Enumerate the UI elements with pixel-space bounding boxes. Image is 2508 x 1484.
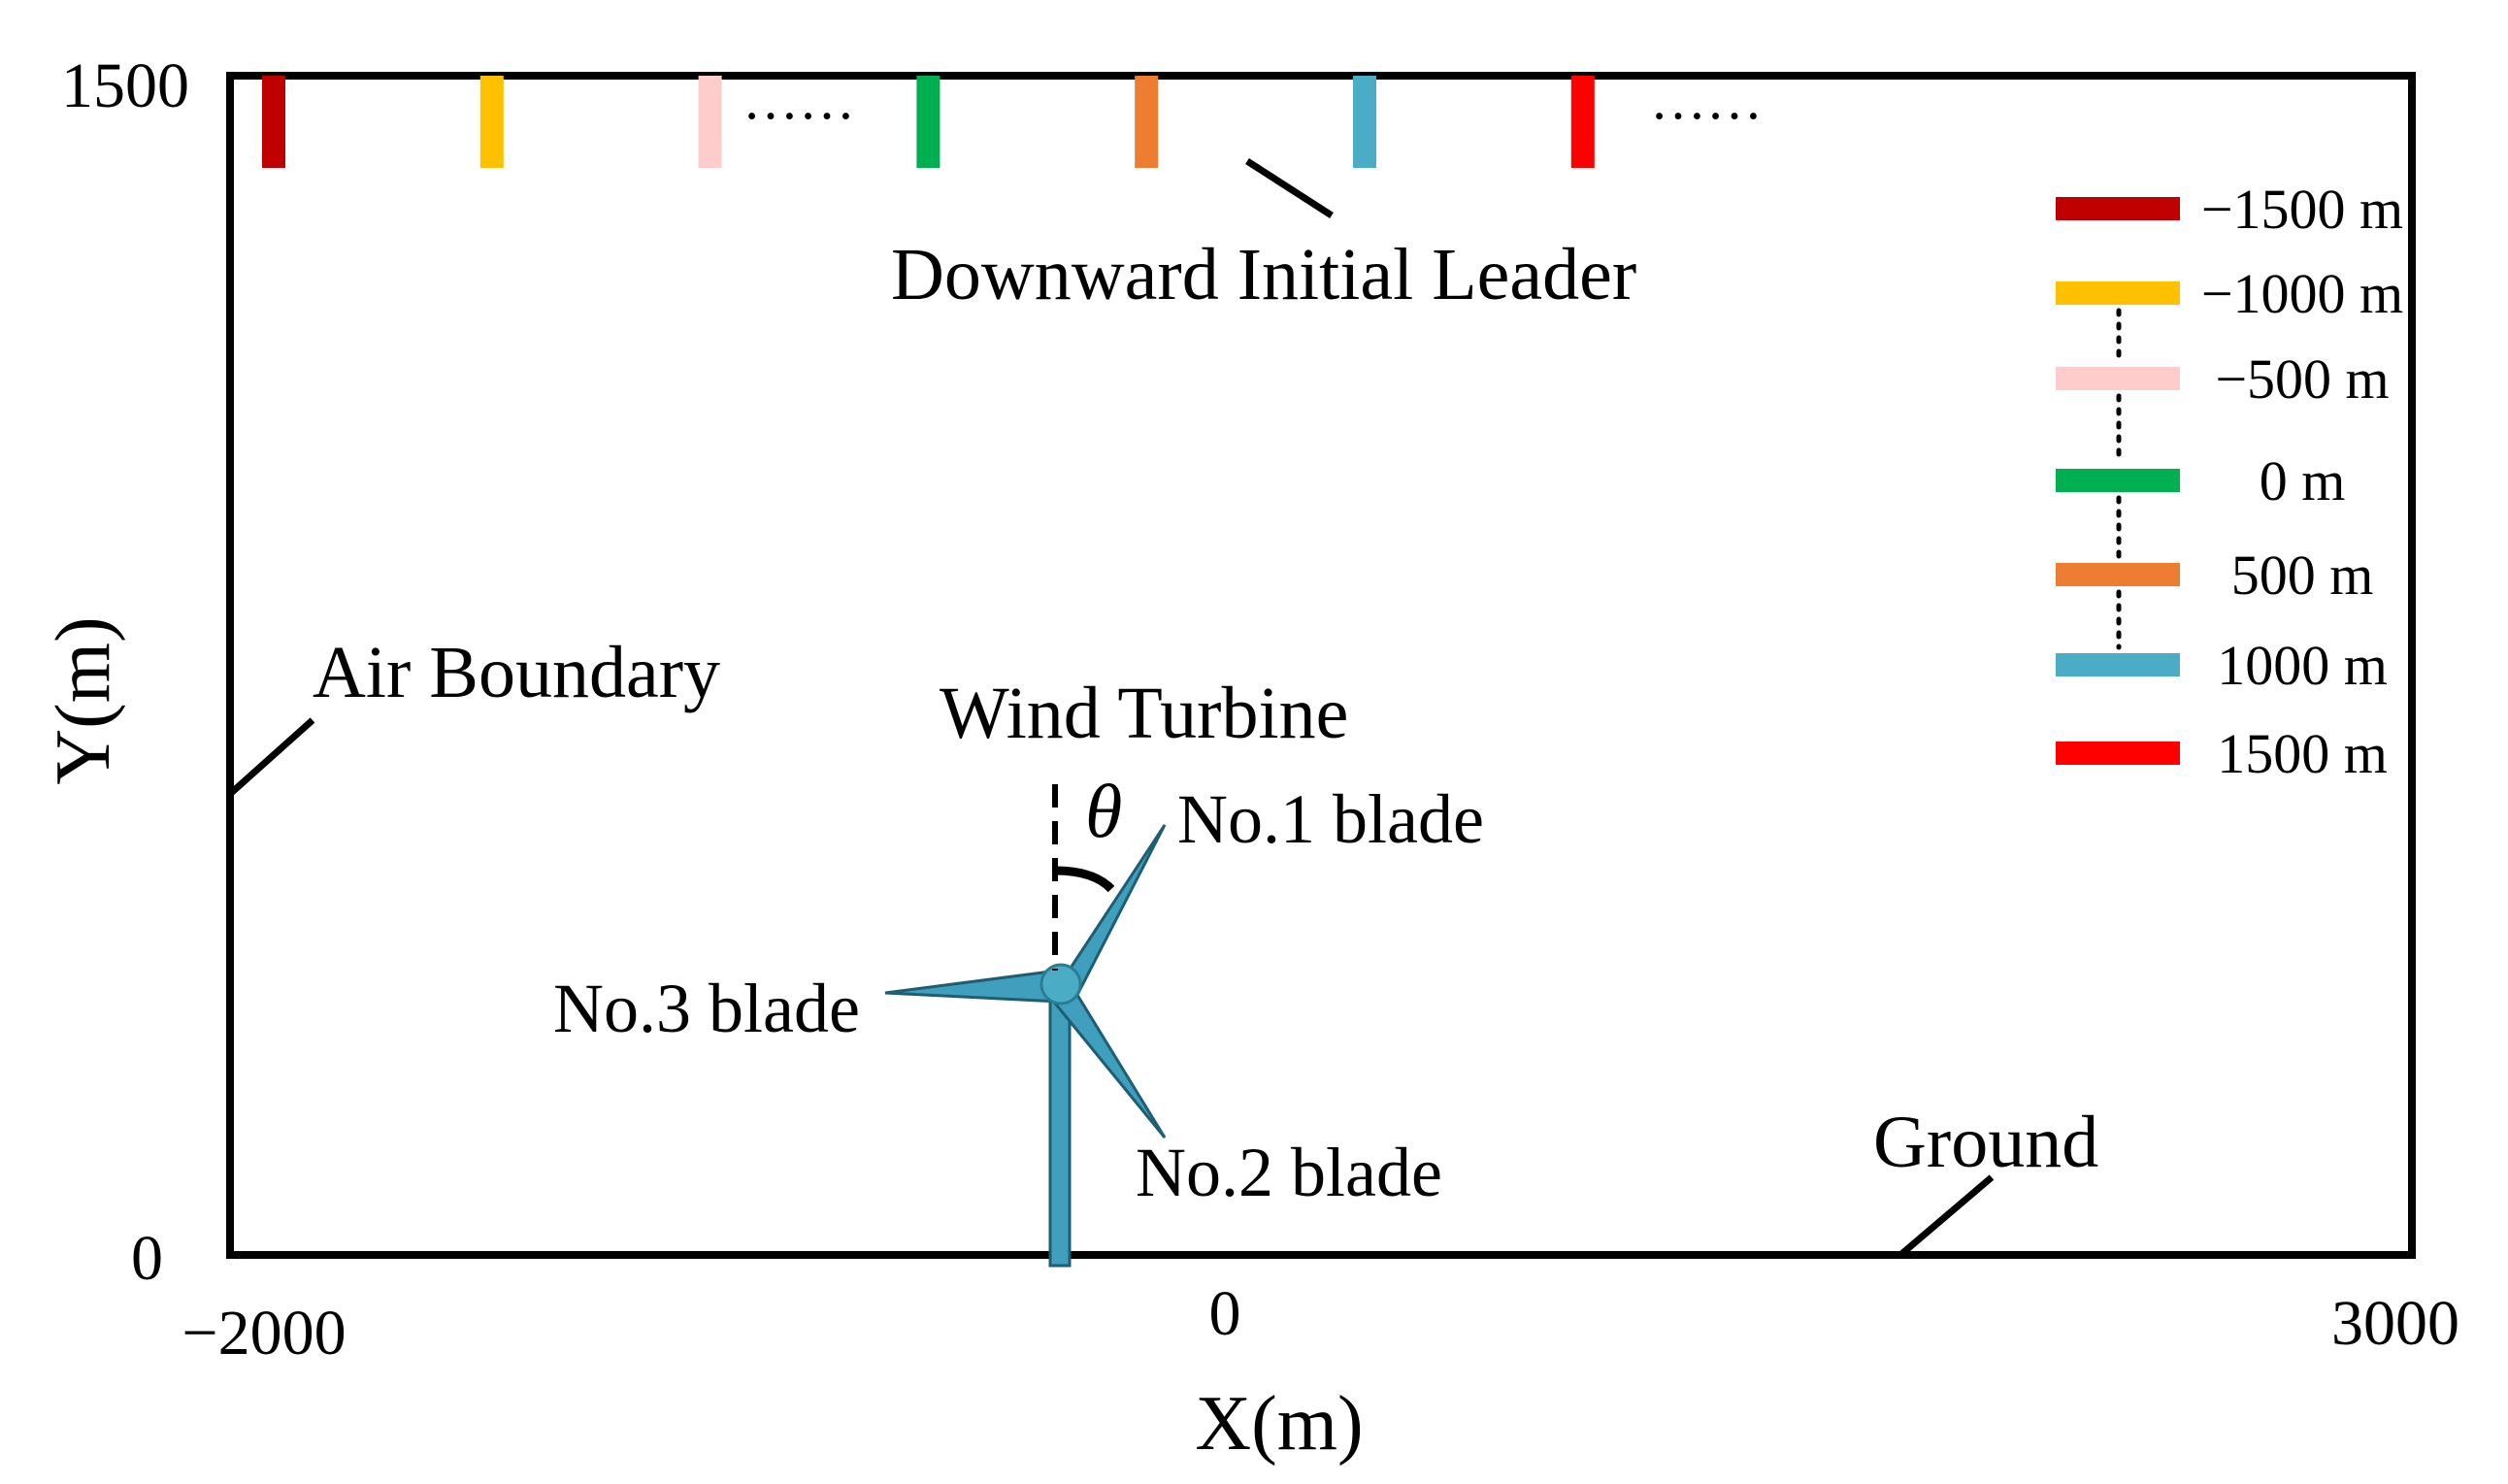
legend: −1500 m −1000 m −500 m 0 m 500 m 1000 m 1500 m	[2056, 178, 2403, 785]
leader-pointer	[1245, 158, 1334, 218]
air-boundary-label: Air Boundary	[313, 632, 720, 713]
ground-pointer	[1898, 1174, 1995, 1258]
downward-leaders	[262, 76, 1595, 168]
wind-turbine-label: Wind Turbine	[940, 673, 1348, 754]
air-boundary-pointer	[227, 717, 315, 797]
y-tick-bottom: 0	[131, 1223, 163, 1294]
legend-swatch-2	[2056, 367, 2180, 390]
leader-bar-6	[1570, 76, 1595, 168]
leader-bar-5	[1353, 76, 1376, 168]
leader-bar-3	[916, 76, 940, 168]
legend-swatch-6	[2056, 742, 2180, 765]
blade-3-label: No.3 blade	[553, 970, 860, 1047]
legend-label-6: 1500 m	[2217, 722, 2388, 785]
x-tick-middle: 0	[1209, 1278, 1241, 1349]
theta-label: θ	[1085, 769, 1122, 853]
blade-3	[884, 969, 1062, 1004]
legend-label-3: 0 m	[2260, 449, 2346, 512]
turbine-hub	[1040, 963, 1082, 1006]
leader-bar-1	[479, 76, 504, 168]
legend-swatch-4	[2056, 563, 2180, 586]
leader-bar-0	[262, 76, 285, 168]
y-axis-title: Y(m)	[41, 616, 126, 784]
y-tick-top: 1500	[61, 50, 189, 121]
leader-ellipsis-right: ……	[1650, 68, 1763, 131]
x-axis-title: X(m)	[1195, 1381, 1363, 1467]
legend-label-4: 500 m	[2231, 544, 2374, 607]
blade-1-label: No.1 blade	[1177, 780, 1484, 858]
x-tick-left: −2000	[182, 1298, 346, 1369]
blade-2-label: No.2 blade	[1136, 1134, 1442, 1211]
air-boundary-box	[226, 72, 2416, 1259]
legend-swatch-0	[2056, 197, 2180, 220]
legend-label-0: −1500 m	[2201, 178, 2403, 241]
leader-label: Downward Initial Leader	[891, 234, 1636, 315]
legend-swatch-3	[2056, 469, 2180, 492]
legend-swatch-1	[2056, 281, 2180, 305]
leader-ellipsis-left: ……	[742, 68, 855, 131]
theta-arc	[1054, 866, 1115, 893]
legend-label-1: −1000 m	[2201, 262, 2403, 325]
x-tick-right: 3000	[2331, 1288, 2459, 1359]
leader-bar-2	[698, 76, 722, 168]
leader-bar-4	[1135, 76, 1159, 168]
legend-label-2: −500 m	[2215, 347, 2389, 411]
turbine-tower	[1048, 980, 1072, 1268]
legend-swatch-5	[2056, 653, 2180, 676]
ground-label: Ground	[1873, 1102, 2098, 1183]
wind-turbine	[884, 824, 1167, 1268]
legend-label-5: 1000 m	[2217, 634, 2388, 697]
